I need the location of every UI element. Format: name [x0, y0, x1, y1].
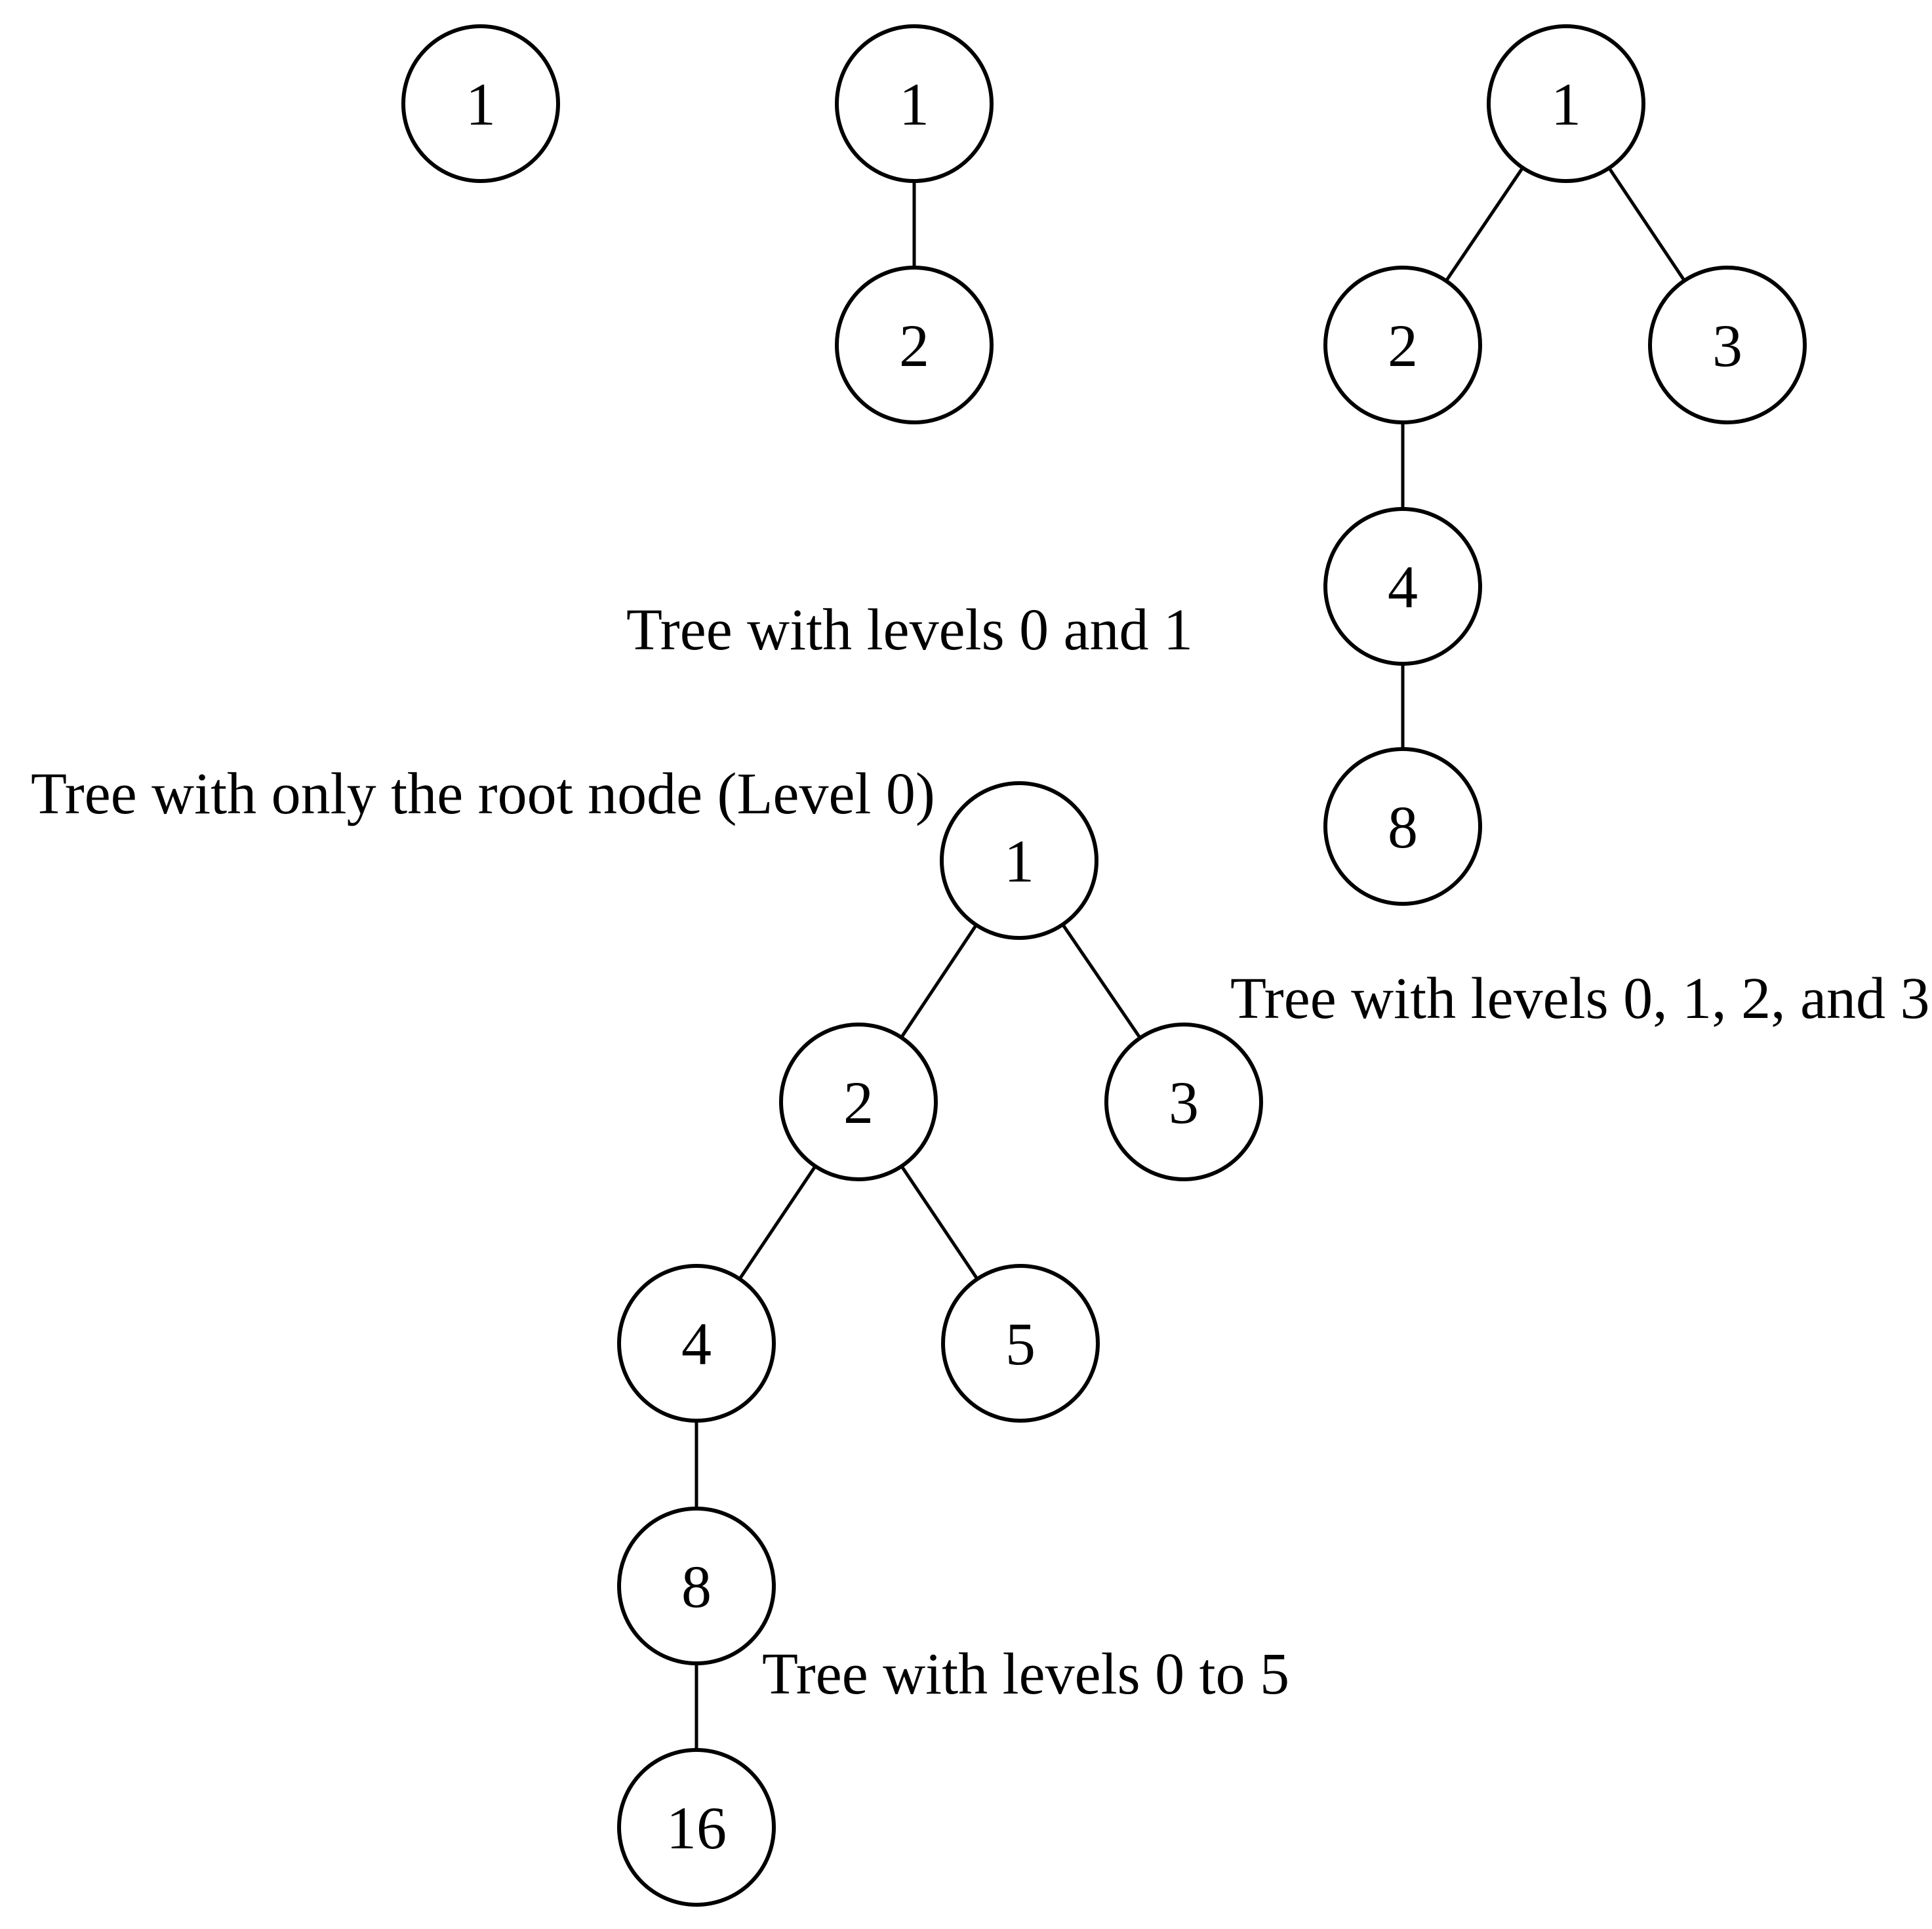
tree-levels-0-to-5-node-label-5: 5: [1005, 1310, 1036, 1377]
tree-levels-0-to-5: 1 2 3 4 5 8 16 Tree with levels 0 to 5: [617, 781, 1289, 1907]
tree-levels-0-to-5-node-label-8: 8: [681, 1553, 712, 1620]
tree-levels-0-1-2-3-node-label-4: 4: [1388, 554, 1418, 620]
tree-levels-0-1-2-3-node-4: [1323, 507, 1482, 666]
tree-levels-0-to-5-node-1: [940, 781, 1098, 940]
tree-levels-0-1-2-3-node-8: [1323, 747, 1482, 906]
tree-levels-0-1-node-1: [835, 24, 994, 183]
tree-root-only-node-label-1: 1: [466, 71, 496, 138]
tree-levels-0-1-2-3-node-2: [1323, 266, 1482, 424]
tree-levels-0-to-5-node-label-2: 2: [843, 1069, 874, 1136]
tree-levels-0-to-5-node-5: [941, 1264, 1100, 1423]
tree-root-only-node-1: [401, 24, 560, 183]
tree-levels-0-1-node-label-1: 1: [899, 71, 929, 138]
tree-levels-0-1-2-3-node-label-1: 1: [1551, 71, 1581, 138]
tree-levels-0-to-5-node-3: [1104, 1023, 1263, 1181]
tree-levels-0-to-5-node-label-3: 3: [1169, 1069, 1199, 1136]
tree-levels-0-1-2-3-node-label-8: 8: [1388, 794, 1418, 861]
tree-levels-0-to-5-node-8: [617, 1507, 776, 1665]
tree-root-only-caption: Tree with only the root node (Level 0): [31, 761, 935, 826]
tree-levels-0-1-2-3-node-label-3: 3: [1712, 312, 1742, 379]
tree-levels-0-to-5-node-label-1: 1: [1004, 828, 1034, 895]
tree-levels-0-to-5-node-4: [617, 1264, 776, 1423]
tree-levels-0-1-caption: Tree with levels 0 and 1: [626, 598, 1193, 662]
tree-levels-0-to-5-node-2: [779, 1023, 938, 1181]
tree-levels-0-1-2-3-node-1: [1487, 24, 1645, 183]
tree-levels-0-to-5-node-label-16: 16: [666, 1795, 727, 1861]
tree-levels-0-to-5-node-label-4: 4: [681, 1310, 712, 1377]
tree-levels-0-1-2-3-node-3: [1648, 266, 1807, 424]
tree-levels-0-to-5-node-16: [617, 1748, 776, 1907]
tree-levels-0-1-2-3-caption: Tree with levels 0, 1, 2, and 3: [1230, 966, 1930, 1031]
tree-levels-0-1-2-3-node-label-2: 2: [1388, 312, 1418, 379]
tree-levels-0-1-node-label-2: 2: [899, 312, 929, 379]
tree-levels-0-1-node-2: [835, 266, 994, 424]
tree-levels-0-to-5-caption: Tree with levels 0 to 5: [762, 1642, 1289, 1707]
